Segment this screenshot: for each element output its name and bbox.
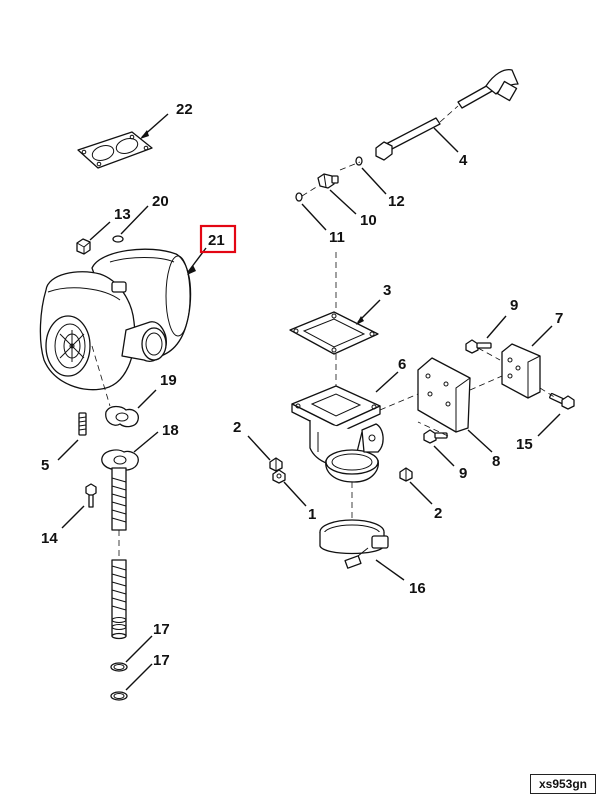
callout-20[interactable]: 20 [152,193,169,210]
callout-8[interactable]: 8 [492,453,500,470]
part-21-turbocharger[interactable] [39,248,192,391]
callout-9-lower[interactable]: 9 [459,465,467,482]
callout-4[interactable]: 4 [459,152,468,169]
callout-17a[interactable]: 17 [153,621,170,638]
part-5-stud[interactable] [78,412,87,436]
part-8-plate[interactable] [417,357,471,433]
part-2-plug-left[interactable] [269,457,283,472]
callout-2-left[interactable]: 2 [233,419,241,436]
callout-17b[interactable]: 17 [153,652,170,669]
part-20-o-ring[interactable] [112,235,124,243]
callout-21[interactable]: 21 [208,232,225,249]
drawing-code-label: xs953gn [530,774,596,794]
callout-1[interactable]: 1 [308,506,316,523]
part-15-capscrew[interactable] [549,392,575,410]
callout-13[interactable]: 13 [114,206,131,223]
part-9-capscrew-upper[interactable] [465,339,492,354]
part-6-exhaust-outlet-connection[interactable] [291,385,384,483]
part-18-oil-drain-tube[interactable] [101,449,139,640]
callout-22[interactable]: 22 [176,101,193,118]
callout-10[interactable]: 10 [360,212,377,229]
part-17-o-ring-upper[interactable] [110,662,128,672]
callout-15[interactable]: 15 [516,436,533,453]
callout-7[interactable]: 7 [555,310,563,327]
callout-3[interactable]: 3 [383,282,391,299]
part-22-gasket[interactable] [77,131,153,169]
part-10-adapter-fitting[interactable] [317,173,339,189]
part-7-bracket[interactable] [501,343,541,399]
callout-18[interactable]: 18 [162,422,179,439]
callout-9-upper[interactable]: 9 [510,297,518,314]
callout-19[interactable]: 19 [160,372,177,389]
callout-2-right[interactable]: 2 [434,505,442,522]
part-12-o-ring[interactable] [355,156,363,166]
part-17-o-ring-lower[interactable] [110,691,128,701]
part-1-nut[interactable] [272,469,286,484]
callout-12[interactable]: 12 [388,193,405,210]
part-19-oil-inlet-gasket[interactable] [105,405,139,428]
part-9-capscrew-lower[interactable] [423,429,448,444]
callout-16[interactable]: 16 [409,580,426,597]
callout-5[interactable]: 5 [41,457,49,474]
part-2-plug-right[interactable] [399,467,413,482]
callout-14[interactable]: 14 [41,530,58,547]
part-13-nut[interactable] [76,238,91,255]
part-16-v-band-clamp[interactable] [319,519,389,569]
part-14-capscrew[interactable] [85,483,97,508]
part-4-oil-supply-line[interactable] [375,68,519,161]
part-11-o-ring[interactable] [295,192,303,202]
callout-21-highlight-box [199,224,237,254]
callout-11[interactable]: 11 [329,229,345,246]
callout-6[interactable]: 6 [398,356,406,373]
part-3-gasket[interactable] [289,311,379,355]
